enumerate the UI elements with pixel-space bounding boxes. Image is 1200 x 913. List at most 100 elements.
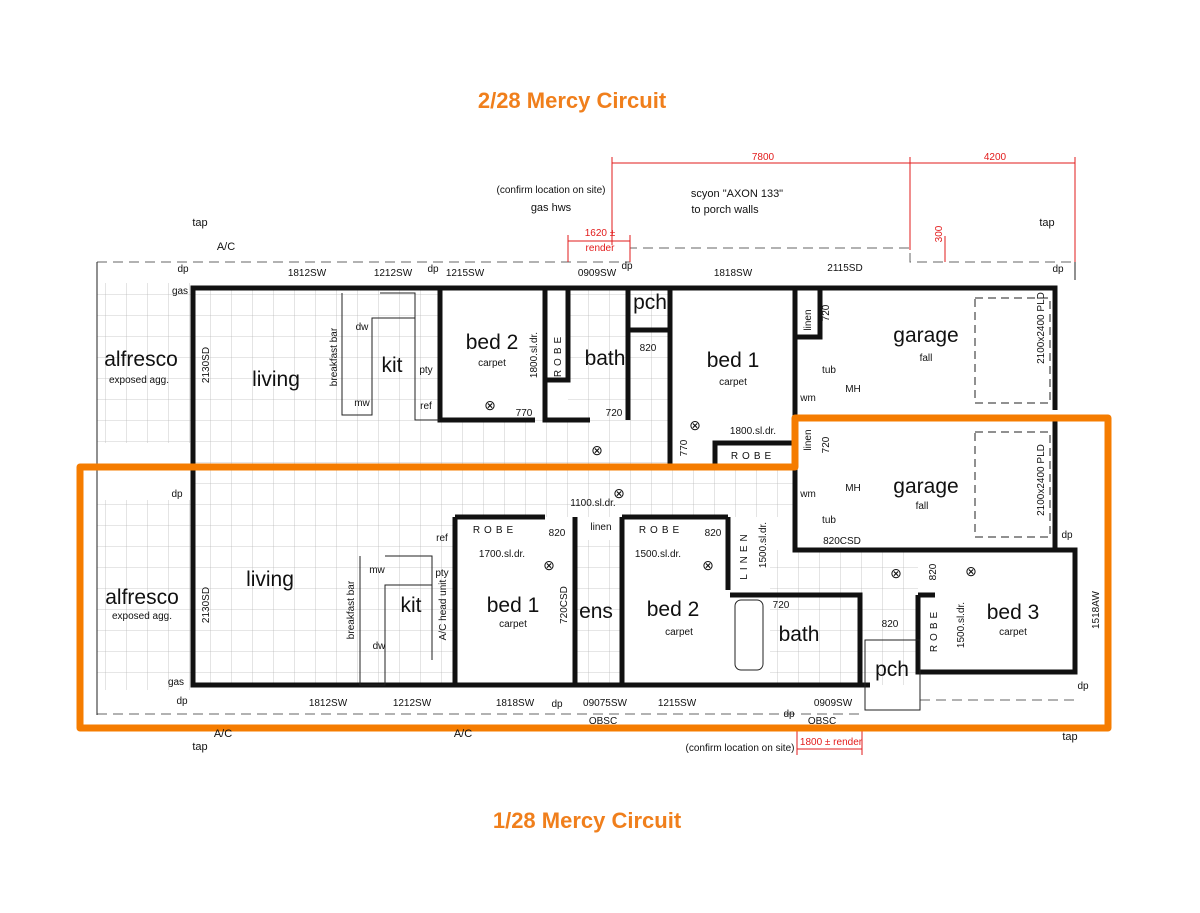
fall-label: fall: [916, 501, 929, 512]
room-label-garage: garage: [893, 324, 958, 347]
hws-note: (confirm location on site): [686, 743, 795, 754]
light-icon: ⊗: [484, 397, 496, 413]
room-sub: carpet: [719, 377, 747, 388]
unit-2-labels: tap A/C dp gas 1812SW 1212SW dp 1215SW (…: [104, 152, 1064, 462]
render-dimension: 1800 ± render: [800, 737, 863, 748]
door-label: 820: [705, 528, 722, 539]
garage-door-label: 2100x2400 PLD: [1036, 444, 1047, 516]
dp-label: dp: [1061, 530, 1073, 541]
render-label: render: [586, 243, 616, 254]
door-label: 2115SD: [827, 263, 862, 274]
gas-hws-label: gas hws: [531, 202, 572, 214]
wm-label: wm: [799, 489, 816, 500]
room-label-kit: kit: [382, 354, 403, 377]
window-label: 1518AW: [1091, 590, 1102, 629]
dw-label: dw: [373, 641, 387, 652]
light-icon: ⊗: [689, 417, 701, 433]
light-icon: ⊗: [965, 563, 977, 579]
tub-label: tub: [822, 365, 836, 376]
door-label: 720: [606, 408, 623, 419]
light-icon: ⊗: [543, 557, 555, 573]
light-icon: ⊗: [591, 442, 603, 458]
tap-label: tap: [1062, 731, 1077, 743]
window-label: 1818SW: [496, 698, 535, 709]
unit-1-labels: linen 720 wm MH garage fall 2100x2400 PL…: [105, 429, 1102, 754]
window-label: 0909SW: [814, 698, 853, 709]
window-label: 1212SW: [393, 698, 432, 709]
door-label: 820CSD: [823, 536, 861, 547]
room-label-bed-1: bed 1: [707, 349, 760, 372]
room-sub: exposed agg.: [109, 375, 169, 386]
room-label-garage: garage: [893, 475, 958, 498]
robe-label: ROBE: [929, 608, 940, 652]
dp-label: dp: [1052, 264, 1064, 275]
robe-label: ROBE: [473, 525, 517, 536]
room-label-bed-2: bed 2: [647, 598, 700, 621]
room-label-alfresco: alfresco: [105, 586, 179, 609]
door-label: 820: [882, 619, 899, 630]
room-sub: exposed agg.: [112, 611, 172, 622]
window-label: 1812SW: [309, 698, 348, 709]
room-label-bed-1: bed 1: [487, 594, 540, 617]
room-label-alfresco: alfresco: [104, 348, 178, 371]
breakfast-bar-label: breakfast bar: [346, 580, 357, 639]
tap-label: tap: [192, 741, 207, 753]
ac-head-unit-label: A/C head unit: [438, 579, 449, 640]
hws-note: (confirm location on site): [497, 185, 606, 196]
linen-label: linen: [590, 522, 611, 533]
door-label: 1500.sl.dr.: [758, 522, 769, 568]
room-label-living: living: [252, 368, 300, 391]
light-icon: ⊗: [613, 485, 625, 501]
breakfast-bar-label: breakfast bar: [329, 327, 340, 386]
door-label: 720CSD: [559, 586, 570, 624]
mw-label: mw: [354, 398, 370, 409]
room-sub: carpet: [665, 627, 693, 638]
room-label-bed-2: bed 2: [466, 331, 519, 354]
dimension-label: 4200: [984, 152, 1007, 163]
pty-label: pty: [435, 568, 448, 579]
door-label: 720: [821, 304, 832, 321]
window-label: 1215SW: [658, 698, 697, 709]
room-label-kit: kit: [401, 594, 422, 617]
unit-1-highlight-outline: [76, 414, 1112, 732]
scyon-note: scyon "AXON 133": [691, 188, 783, 200]
door-label: 820: [928, 563, 939, 580]
mw-label: mw: [369, 565, 385, 576]
ref-label: ref: [420, 401, 432, 412]
mh-label: MH: [845, 384, 861, 395]
door-label: 1500.sl.dr.: [635, 549, 681, 560]
dp-label: dp: [177, 264, 189, 275]
tiled-floors: [97, 283, 918, 690]
tub-label: tub: [822, 515, 836, 526]
door-label: 820: [640, 343, 657, 354]
room-label-pch: pch: [875, 658, 909, 681]
room-label-ens: ens: [579, 600, 613, 623]
scyon-note: to porch walls: [691, 204, 759, 216]
walls-unit-2: [190, 285, 1058, 465]
room-label-pch: pch: [633, 291, 667, 314]
gas-label: gas: [168, 677, 184, 688]
dp-label: dp: [551, 699, 563, 710]
unit-1-title: 1/28 Mercy Circuit: [492, 808, 682, 833]
obsc-label: OBSC: [808, 716, 836, 727]
window-label: 09075SW: [583, 698, 627, 709]
boundary-lines: [96, 247, 1076, 715]
garage-door-label: 2100x2400 PLD: [1036, 292, 1047, 364]
window-label: 0909SW: [578, 268, 617, 279]
room-label-bed-3: bed 3: [987, 601, 1040, 624]
door-label: 1800.sl.dr.: [529, 332, 540, 378]
door-label: 1500.sl.dr.: [956, 602, 967, 648]
unit-2-title: 2/28 Mercy Circuit: [477, 88, 667, 113]
dimension-label: 300: [934, 225, 945, 242]
room-sub: carpet: [478, 358, 506, 369]
door-label: 1700.sl.dr.: [479, 549, 525, 560]
room-label-living: living: [246, 568, 294, 591]
dimension-label: 7800: [752, 152, 775, 163]
obsc-label: OBSC: [589, 716, 617, 727]
dp-label: dp: [1077, 681, 1089, 692]
door-label: 720: [821, 436, 832, 453]
wm-label: wm: [799, 393, 816, 404]
tap-label: tap: [1039, 217, 1054, 229]
door-label: 1800.sl.dr.: [730, 426, 776, 437]
